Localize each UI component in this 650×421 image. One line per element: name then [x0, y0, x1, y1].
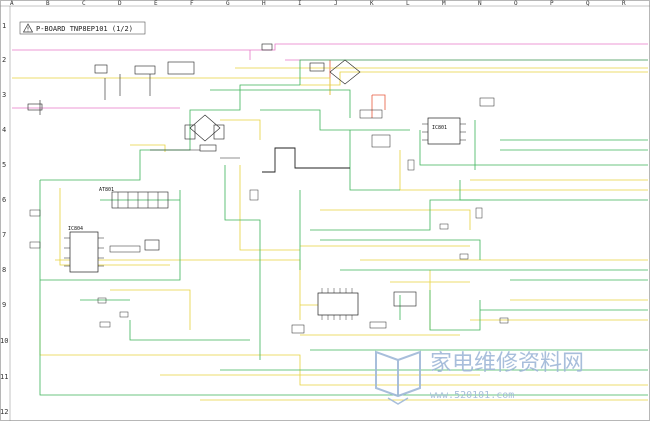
column-labels: A B C D E F G H I J K L M N O P Q R	[10, 0, 626, 7]
row-label: 6	[2, 196, 6, 204]
col-label: Q	[586, 0, 590, 7]
chip-label: AT801	[99, 187, 114, 193]
col-label: R	[622, 0, 626, 7]
row-label: 10	[0, 337, 8, 345]
chip-label: IC801	[432, 125, 447, 131]
row-labels: 1 2 3 4 5 6 7 8 9 10 11 12	[0, 22, 8, 416]
component-box	[261, 43, 273, 51]
col-label: H	[262, 0, 266, 7]
green-wires	[39, 59, 648, 396]
col-label: D	[118, 0, 122, 7]
chip-main-controller	[291, 288, 417, 334]
col-label: L	[406, 0, 410, 7]
col-label: I	[298, 0, 302, 7]
fuse-icon	[94, 64, 108, 74]
col-label: K	[370, 0, 374, 7]
col-label: A	[10, 0, 14, 7]
chip-ic804: IC804	[64, 226, 160, 273]
row-label: 7	[2, 231, 6, 239]
component-cluster-switch	[150, 114, 240, 159]
book-logo-icon	[375, 350, 421, 405]
row-label: 1	[2, 22, 6, 30]
col-label: O	[514, 0, 518, 7]
watermark-url: www.520101.com	[430, 390, 514, 401]
chip-at801: AT801	[99, 187, 169, 209]
row-label: 11	[0, 373, 8, 381]
col-label: J	[334, 0, 338, 7]
col-label: F	[190, 0, 194, 7]
warning-triangle-icon	[22, 23, 34, 33]
row-label: 4	[2, 126, 6, 134]
row-label: 8	[2, 266, 6, 274]
title-box	[19, 21, 146, 35]
component-cluster-top	[27, 43, 361, 115]
filter-choke-icon	[167, 61, 195, 75]
col-label: B	[46, 0, 50, 7]
black-wires	[262, 147, 350, 173]
title-block: P-BOARD TNP8EP101 (1/2)	[19, 21, 146, 35]
row-label: 5	[2, 161, 6, 169]
watermark-chinese: 家电维修资料网	[430, 351, 584, 376]
row-label: 12	[0, 408, 8, 416]
col-label: M	[442, 0, 446, 7]
watermark: 家电维修资料网 www.520101.com	[375, 350, 584, 405]
chip-label: IC804	[68, 226, 83, 232]
component-scatter	[29, 159, 509, 328]
row-label: 9	[2, 301, 6, 309]
col-label: G	[226, 0, 230, 7]
bridge-rectifier-icon	[329, 59, 361, 85]
col-label: P	[550, 0, 554, 7]
col-label: E	[154, 0, 158, 7]
row-label: 3	[2, 91, 6, 99]
component-box	[309, 62, 325, 72]
component-box	[134, 65, 156, 75]
page-title: P-BOARD TNP8EP101 (1/2)	[36, 25, 133, 33]
connector-icon	[27, 103, 43, 111]
col-label: C	[82, 0, 86, 7]
chip-ic801: IC801	[359, 97, 495, 148]
bridge-icon	[189, 114, 221, 142]
col-label: N	[478, 0, 482, 7]
row-label: 2	[2, 56, 6, 64]
